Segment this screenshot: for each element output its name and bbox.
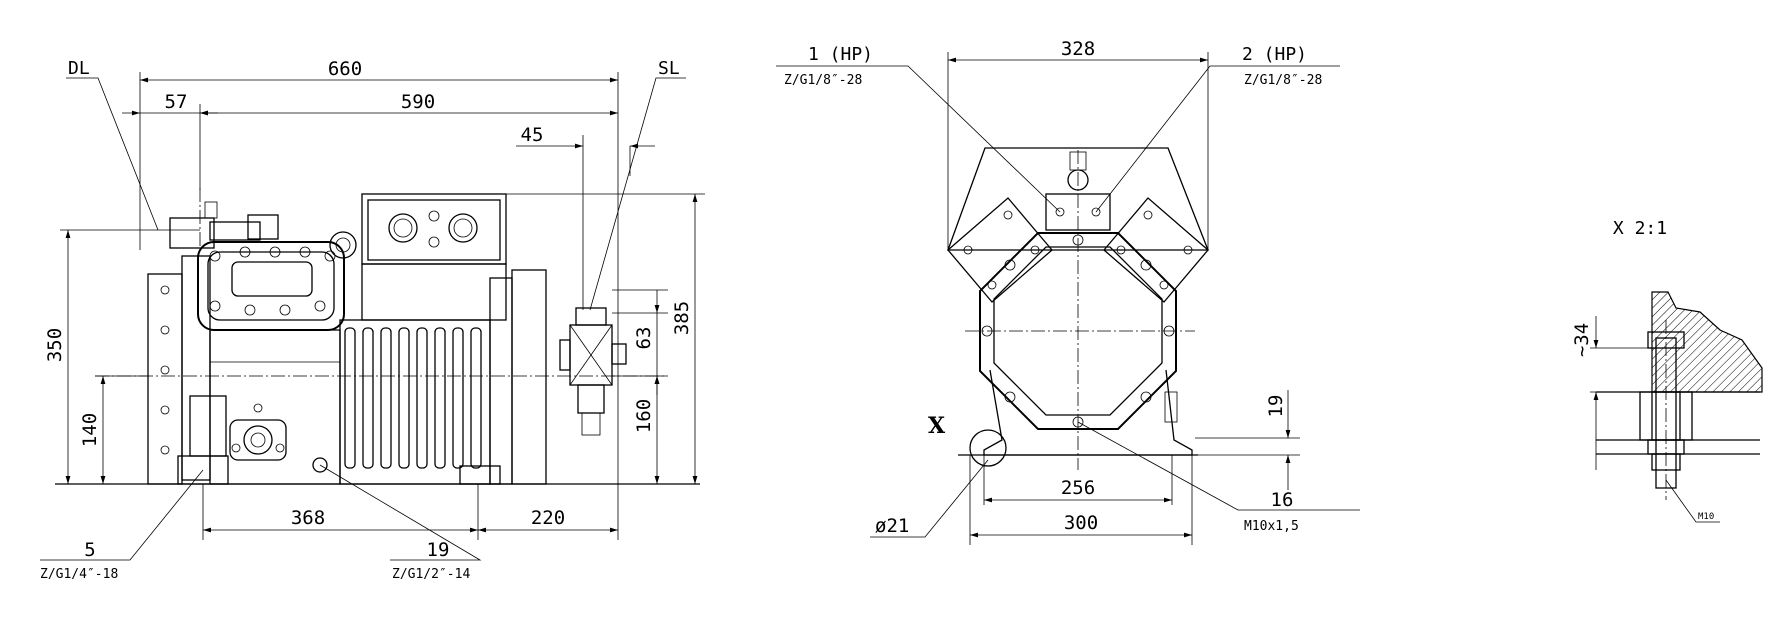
terminal-box <box>361 193 507 265</box>
label-hp1: 1 (HP) <box>808 44 873 65</box>
spec-hp2: Z/G1/8″-28 <box>1244 73 1322 88</box>
left-end-cover <box>181 255 211 481</box>
detail-title: X 2:1 <box>1613 218 1667 239</box>
spec-port-5: Z/G1/4″-18 <box>40 567 118 582</box>
octagon-flange <box>979 232 1177 430</box>
dim-328: 328 <box>1061 38 1095 60</box>
detail-casting <box>1651 291 1763 393</box>
dim-385: 385 <box>671 301 693 335</box>
label-x-mark: X <box>928 413 946 439</box>
front-extension-lines <box>947 52 1300 545</box>
detail-view: X 2:1 ~34 M10 <box>1571 218 1763 523</box>
discharge-valve-body <box>169 217 215 249</box>
dim-368: 368 <box>291 507 325 529</box>
motor-end-ring <box>489 277 513 485</box>
dim-hole-dia: ø21 <box>875 515 909 537</box>
front-right-head <box>1103 197 1209 303</box>
label-sl: SL <box>658 58 680 79</box>
side-dimension-lines <box>65 77 698 533</box>
oil-pump <box>229 419 287 461</box>
label-dl: DL <box>68 58 90 79</box>
cylinder-head <box>197 241 345 331</box>
detail-bolt-label: M10 <box>1698 512 1714 522</box>
dim-19-foot: 19 <box>1265 395 1287 418</box>
right-foot <box>459 465 501 485</box>
motor-end-cover <box>511 269 547 485</box>
left-flange <box>147 273 183 485</box>
crankcase-body <box>209 329 341 485</box>
dim-160: 160 <box>633 399 655 433</box>
label-port-5: 5 <box>84 539 95 561</box>
oil-drain-plug <box>312 457 328 473</box>
head-nameplate <box>231 261 313 297</box>
mount-hole <box>969 429 1007 467</box>
motor-fins <box>344 327 482 469</box>
spec-port-19: Z/G1/2″-14 <box>392 567 470 582</box>
dim-590: 590 <box>401 91 435 113</box>
spec-hp1: Z/G1/8″-28 <box>784 73 862 88</box>
label-port-19: 19 <box>427 539 450 561</box>
dim-256: 256 <box>1061 477 1095 499</box>
head-bolts <box>209 246 336 316</box>
front-view: 328 256 300 ø21 19 1 (HP) Z/G1/8″-28 2 (… <box>776 38 1360 545</box>
dim-220: 220 <box>531 507 565 529</box>
front-leaders <box>776 65 1360 538</box>
dim-660: 660 <box>328 58 362 80</box>
front-dimension-lines <box>948 57 1291 538</box>
dim-45: 45 <box>521 124 544 146</box>
front-feet <box>983 369 1193 456</box>
side-view: 660 590 57 45 350 140 385 63 160 368 220… <box>40 58 705 582</box>
dim-300: 300 <box>1064 512 1098 534</box>
dim-57: 57 <box>165 91 188 113</box>
lifting-eye <box>329 231 357 259</box>
left-flange-bolts <box>160 285 170 455</box>
detail-dim-34: ~34 <box>1571 323 1593 357</box>
front-left-head <box>947 197 1053 303</box>
label-bolt-16: 16 <box>1271 489 1294 511</box>
spec-bolt-16: M10x1,5 <box>1244 519 1299 534</box>
label-hp2: 2 (HP) <box>1242 44 1307 65</box>
dim-63: 63 <box>633 327 655 350</box>
side-extension-lines <box>60 72 705 540</box>
side-leaders <box>40 77 686 561</box>
dim-140: 140 <box>79 413 101 447</box>
dim-350: 350 <box>44 328 66 362</box>
